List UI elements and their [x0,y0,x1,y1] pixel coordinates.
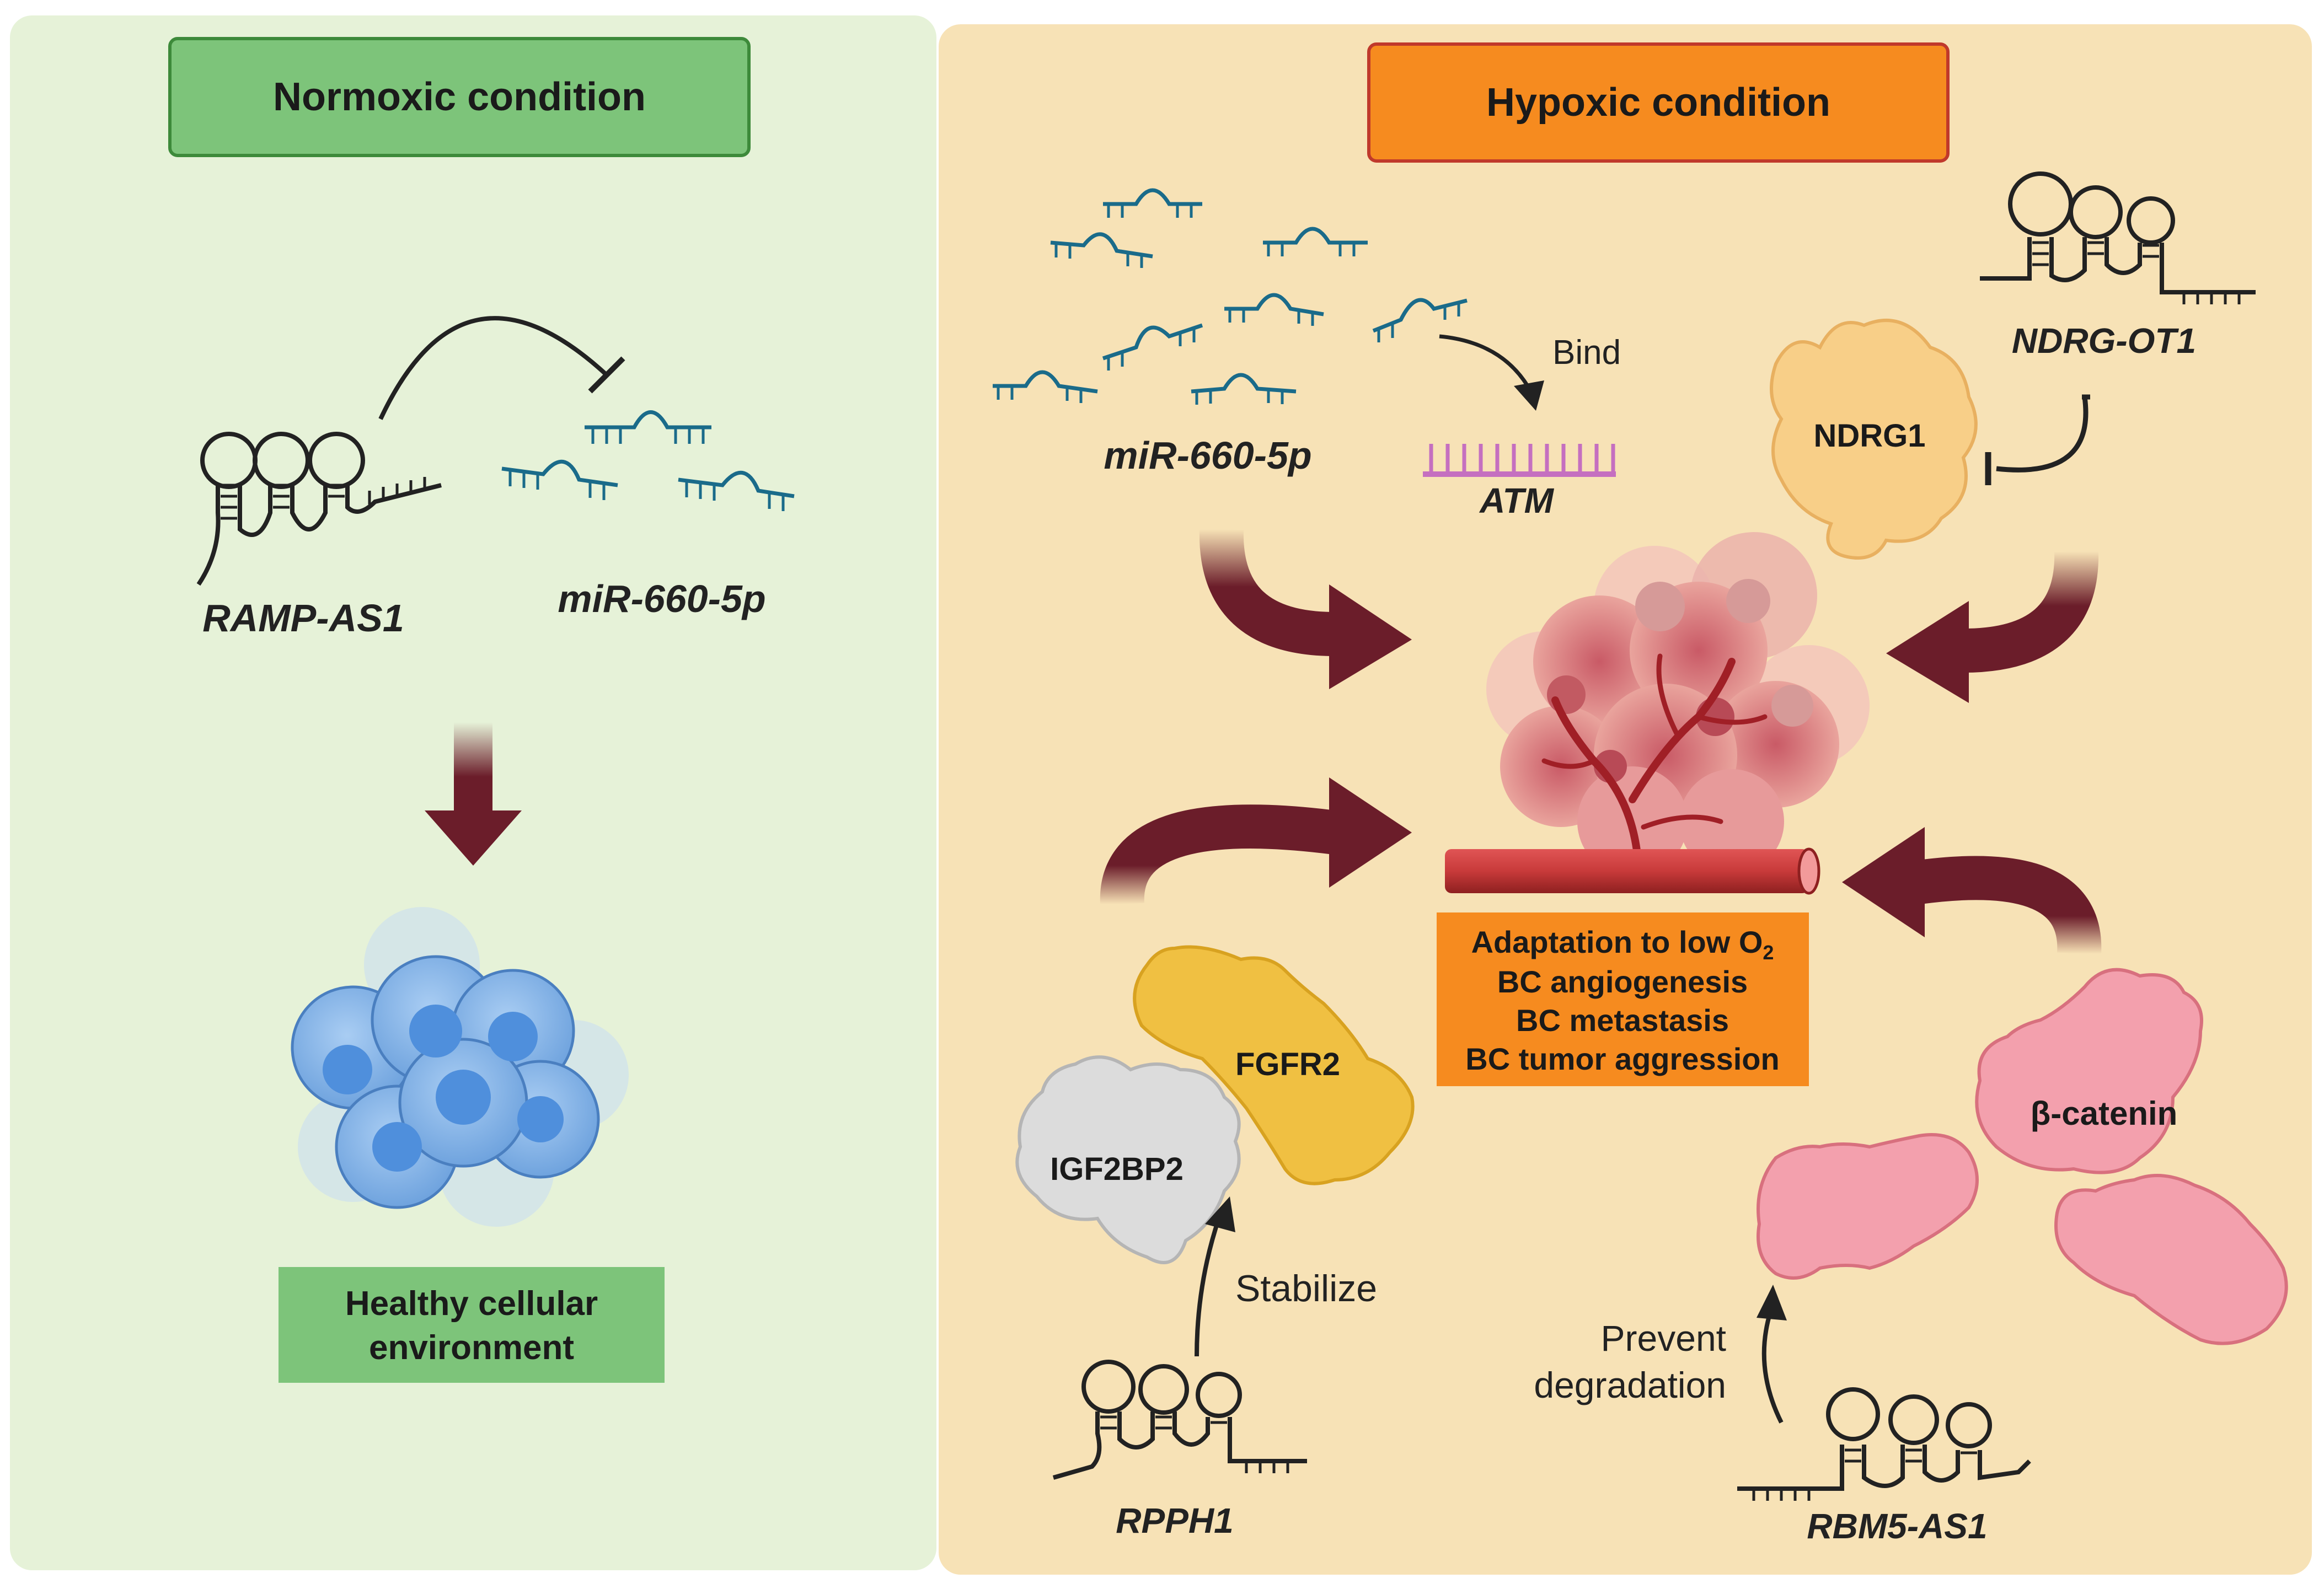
rbm5-as1-label: RBM5-AS1 [1807,1506,1987,1546]
rpph1-lncrna-icon [1052,1360,1307,1480]
outcome-metastasis: BC metastasis [1516,1003,1729,1038]
healthy-cells-icon [291,907,629,1227]
mirna-cluster-hypoxic-icon [993,188,1468,405]
arrow-top-right-head [1886,601,1969,703]
normoxic-arrow-head [425,810,522,866]
inhibition-bar [588,356,625,394]
prevent-degradation-arrow [1761,1311,1784,1424]
normoxic-title-box [168,37,751,157]
prevent-degradation-arrow-head [1757,1285,1787,1320]
fgfr2-label: FGFR2 [1235,1046,1340,1082]
prevent-label-line1: Prevent [1601,1318,1726,1359]
stabilize-label: Stabilize [1235,1268,1377,1309]
arrow-top-right-shaft [1963,550,2099,673]
blood-vessel-icon [1445,849,1809,893]
arrow-bottom-left-shaft [1100,804,1338,906]
arrow-bottom-right-head [1842,827,1925,937]
arrow-bottom-left-head [1329,777,1412,888]
ramp-as1-label: RAMP-AS1 [202,597,404,640]
outcome-angiogenesis: BC angiogenesis [1497,964,1748,999]
blood-vessel-branches-icon [1541,653,1768,864]
arrow-top-left-shaft [1199,528,1335,656]
ndrg-ot1-lncrna-icon [1980,171,2256,304]
normoxic-title: Normoxic condition [273,75,646,119]
hypoxic-title: Hypoxic condition [1486,80,1830,125]
rpph1-label: RPPH1 [1116,1501,1233,1540]
stabilize-arrow [1195,1217,1221,1357]
blood-vessel-end-icon [1797,847,1820,895]
beta-catenin-protein-2-icon [1757,1133,1979,1280]
mirna-hypoxic-label: miR-660-5p [1104,434,1311,477]
outcome-adaptation: Adaptation to low O2 [1471,925,1774,964]
igf2bp2-protein-icon [1015,1055,1241,1264]
ndrg-inhibition-arc [1996,396,2089,473]
arrow-bottom-right-shaft [1916,856,2102,955]
beta-catenin-protein-1-icon [1975,968,2203,1174]
hypoxic-outcomes-box [1437,912,1809,1086]
beta-catenin-protein-3-icon [2054,1174,2288,1345]
ramp-as1-lncrna-icon [196,432,442,586]
bind-arrow-head [1514,380,1544,411]
outcome-aggression: BC tumor aggression [1465,1042,1779,1076]
prevent-label-line2: degradation [1534,1365,1726,1405]
atm-mrna-icon [1423,444,1616,477]
igf2bp2-label: IGF2BP2 [1050,1151,1184,1187]
arrow-top-left-head [1329,584,1412,689]
atm-label: ATM [1479,481,1555,520]
ndrg1-protein-icon [1770,319,1978,560]
bind-label: Bind [1552,334,1621,372]
fgfr2-protein-icon [1133,945,1415,1185]
rbm5-as1-lncrna-icon [1737,1387,2031,1501]
bind-arrow [1439,334,1529,387]
beta-catenin-label: β-catenin [2031,1095,2178,1132]
healthy-outcome-line2: environment [369,1329,574,1367]
stabilize-arrow-head [1205,1196,1235,1232]
mirna-cluster-normoxic-icon [501,410,795,511]
healthy-outcome-box [279,1267,665,1383]
ndrg-ot1-label: NDRG-OT1 [2012,321,2196,361]
ndrg1-label: NDRG1 [1813,418,1925,454]
inhibition-arc [378,316,608,420]
healthy-outcome-line1: Healthy cellular [345,1285,598,1323]
hypoxic-title-box [1367,42,1950,163]
normoxic-arrow-shaft [454,722,492,822]
mirna-normoxic-label: miR-660-5p [558,577,765,620]
